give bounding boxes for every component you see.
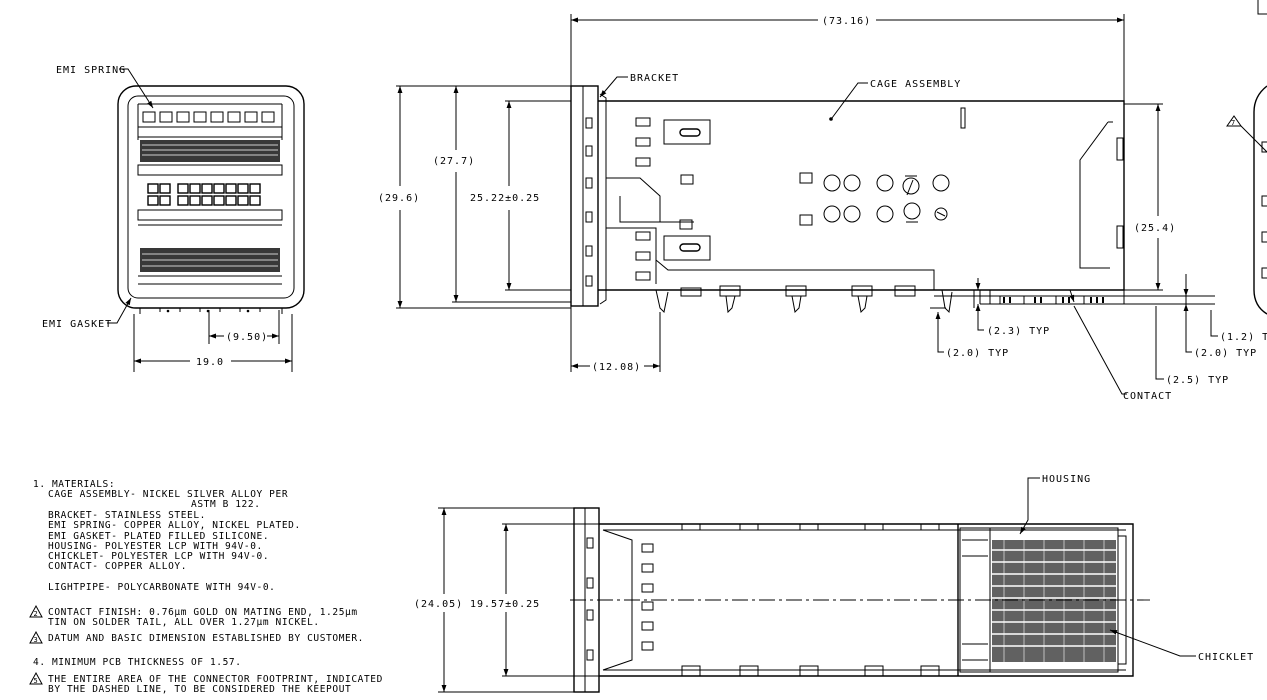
notes-block: 1. MATERIALS: CAGE ASSEMBLY- NICKEL SILV… [29, 479, 383, 695]
top-view: HOUSING CHICKLET (24.05) 19.57±0.25 [414, 474, 1254, 693]
note-5-line-2: BY THE DASHED LINE, TO BE CONSIDERED THE… [48, 684, 351, 695]
dim-width-19-0: 19.0 [196, 357, 224, 368]
note-1-line-2: CAGE ASSEMBLY- NICKEL SILVER ALLOY PER [48, 489, 288, 500]
note-4-line-1: 4. MINIMUM PCB THICKNESS OF 1.57. [33, 657, 242, 668]
dim-typ-1-2: (1.2) T [1220, 332, 1267, 343]
contact-tails [1003, 297, 1104, 303]
note-1-line-6: EMI GASKET- PLATED FILLED SILICONE. [48, 531, 269, 542]
note-5-line-1: THE ENTIRE AREA OF THE CONNECTOR FOOTPRI… [48, 674, 383, 685]
label-contact: CONTACT [1123, 391, 1172, 402]
note-5-flag-icon [29, 671, 43, 685]
note-2-line-2: TIN ON SOLDER TAIL, ALL OVER 1.27µm NICK… [48, 617, 320, 628]
label-housing: HOUSING [1042, 474, 1091, 485]
note-3-line-1: DATUM AND BASIC DIMENSION ESTABLISHED BY… [48, 633, 364, 644]
top-lightpipe-slots [641, 523, 940, 677]
label-chicklet: CHICKLET [1198, 652, 1254, 663]
dim-overall-length: (73.16) [822, 16, 871, 27]
note-2-flag-icon [29, 604, 43, 618]
top-bracket-tabs [586, 537, 594, 661]
note-1-line-8: CHICKLET- POLYESTER LCP WITH 94V-0. [48, 551, 269, 562]
dim-height-29-6: (29.6) [378, 193, 420, 204]
front-view: EMI SPRING EMI GASKET (9.50) 19.0 [42, 65, 305, 372]
label-bracket: BRACKET [630, 73, 679, 84]
dim-height-25-4: (25.4) [1134, 223, 1176, 234]
note-2-line-1: CONTACT FINISH: 0.76µm GOLD ON MATING EN… [48, 607, 358, 618]
note-1-line-4: BRACKET- STAINLESS STEEL. [48, 510, 206, 521]
dim-typ-2-5: (2.5) TYP [1166, 375, 1229, 386]
dim-typ-2-3: (2.3) TYP [987, 326, 1050, 337]
emi-spring-fingers [142, 111, 275, 123]
dim-width-9-50: (9.50) [226, 332, 268, 343]
cage-pins [655, 285, 953, 314]
vent-holes [799, 172, 950, 226]
dim-height-25-22: 25.22±0.25 [470, 193, 540, 204]
label-emi-gasket: EMI GASKET [42, 319, 112, 330]
dim-width-19-57: 19.57±0.25 [470, 599, 540, 610]
dim-height-27-7: (27.7) [433, 156, 475, 167]
note-5-flag-number: 5 [34, 677, 39, 685]
note-1-line-7: HOUSING- POLYESTER LCP WITH 94V-0. [48, 541, 263, 552]
side-view: (73.16) BRACKET CAGE ASSEMBLY (29.6) (27… [378, 14, 1267, 402]
lower-contact-band [140, 248, 280, 272]
note-1-line-1: 1. MATERIALS: [33, 479, 115, 490]
latch-windows [663, 119, 711, 261]
note-1-line-5: EMI SPRING- COPPER ALLOY, NICKEL PLATED. [48, 520, 301, 531]
note-1-line-10: LIGHTPIPE- POLYCARBONATE WITH 94V-0. [48, 582, 276, 593]
right-partial-view: 7 [1226, 0, 1267, 315]
dim-typ-2-0-a: (2.0) TYP [946, 348, 1009, 359]
note-1-line-9: CONTACT- COPPER ALLOY. [48, 561, 187, 572]
lightpipe-tabs [635, 117, 651, 281]
note-3-flag-number: 3 [34, 636, 39, 644]
dim-width-24-05: (24.05) [414, 599, 463, 610]
housing-block [957, 524, 1127, 676]
note-flag-7: 7 [1231, 119, 1236, 127]
note-2-flag-number: 2 [34, 610, 39, 618]
note-1-line-3: ASTM B 122. [191, 499, 261, 510]
dim-offset-12-08: (12.08) [592, 362, 641, 373]
note-3-flag-icon [29, 630, 43, 644]
upper-contact-band [140, 140, 280, 162]
label-emi-spring: EMI SPRING [56, 65, 126, 76]
label-cage-assembly: CAGE ASSEMBLY [870, 79, 961, 90]
center-ports [147, 183, 261, 206]
bracket-tabs [585, 117, 593, 287]
dim-typ-2-0-b: (2.0) TYP [1194, 348, 1257, 359]
